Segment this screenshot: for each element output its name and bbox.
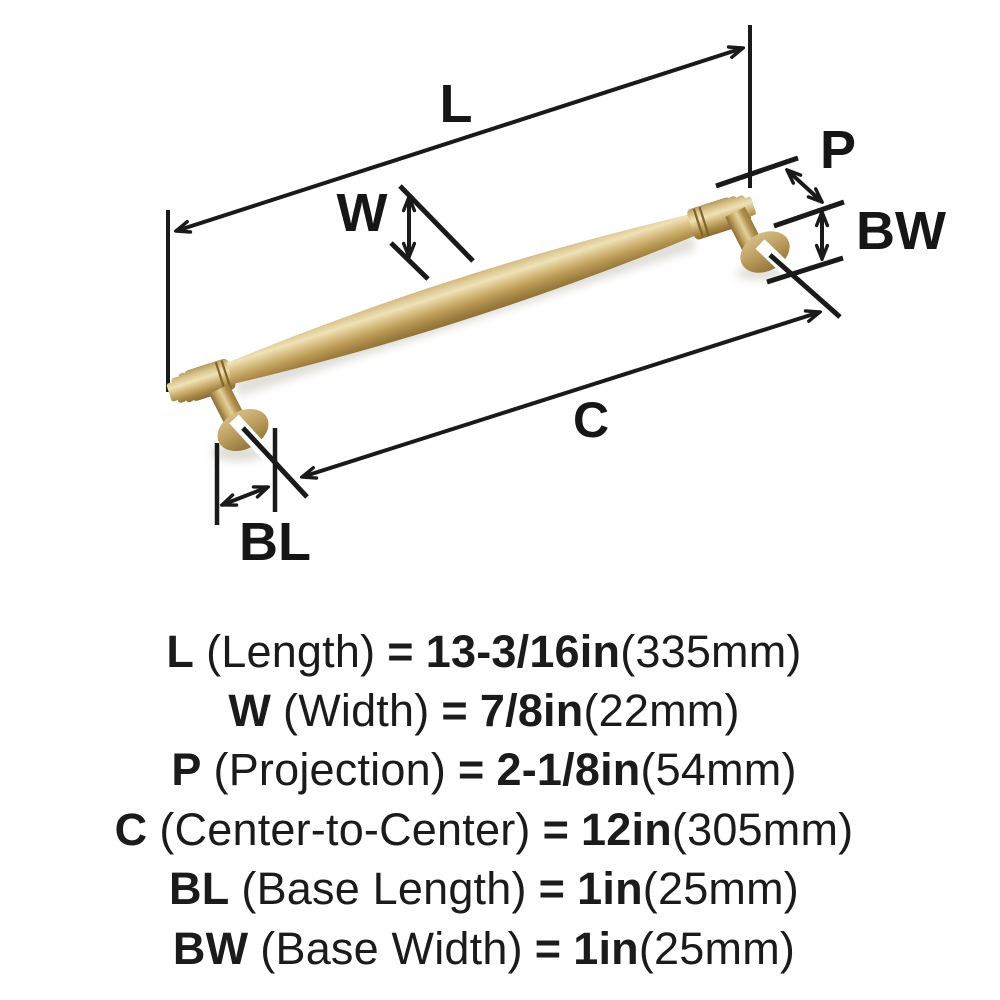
- length-dimension-line: [176, 48, 743, 231]
- spec-value: 13-3/16in: [425, 625, 621, 677]
- p-tick-upper: [715, 155, 799, 189]
- bw-tick-lower: [766, 255, 844, 285]
- spec-row-width: W(Width)=7/8in(22mm): [0, 681, 984, 740]
- right-finial-disc-small: [744, 196, 756, 216]
- label-width: W: [337, 183, 388, 243]
- spec-row-base-width: BW(Base Width)=1in(25mm): [0, 919, 984, 978]
- spec-name: (Projection): [213, 744, 447, 796]
- spec-label: P: [171, 744, 202, 796]
- spec-name: (Width): [283, 685, 430, 737]
- spec-equals: =: [534, 922, 562, 974]
- spec-metric: (25mm): [642, 863, 799, 915]
- spec-metric: (25mm): [638, 922, 796, 974]
- spec-name: (Length): [206, 625, 376, 677]
- left-ferrule-groove: [220, 360, 232, 390]
- spec-label: L: [166, 625, 195, 677]
- spec-value: 1in: [573, 922, 639, 974]
- projection-dimension-line: [787, 170, 822, 202]
- left-finial-disc-mid: [171, 376, 187, 403]
- spec-value: 7/8in: [479, 685, 584, 737]
- spec-metric: (22mm): [583, 685, 740, 737]
- spec-metric: (54mm): [640, 744, 797, 796]
- spec-label: BW: [172, 922, 249, 974]
- spec-name: (Base Width): [260, 922, 523, 974]
- spec-label: BL: [169, 863, 230, 915]
- label-projection: P: [820, 120, 856, 180]
- pull-handle: [166, 195, 756, 403]
- spec-row-center-to-center: C(Center-to-Center)=12in(305mm): [0, 800, 984, 859]
- label-center-to-center: C: [573, 392, 609, 448]
- spec-equals: =: [458, 744, 485, 796]
- spec-equals: =: [387, 625, 414, 677]
- label-length: L: [440, 74, 473, 134]
- spec-equals: =: [538, 863, 566, 915]
- handle-bar: [226, 214, 697, 384]
- spec-name: (Center-to-Center): [159, 803, 531, 855]
- spec-row-projection: P(Projection)=2-1/8in(54mm): [0, 741, 984, 800]
- spec-label: W: [228, 685, 272, 737]
- c-tick-right: [768, 253, 842, 319]
- spec-metric: (305mm): [671, 803, 854, 855]
- label-base-length: BL: [239, 512, 311, 572]
- spec-metric: (335mm): [620, 625, 802, 677]
- label-base-width: BW: [856, 201, 946, 261]
- spec-row-base-length: BL(Base Length)=1in(25mm): [0, 860, 984, 919]
- spec-list: L(Length)=13-3/16in(335mm) W(Width)=7/8i…: [0, 622, 1000, 978]
- spec-equals: =: [441, 685, 468, 737]
- spec-label: C: [114, 803, 148, 855]
- left-finial-disc-small: [166, 382, 178, 402]
- p-bw-tick-middle: [773, 199, 845, 229]
- spec-value: 12in: [581, 803, 672, 855]
- flange-shadow-left: [211, 445, 265, 461]
- center-to-center-dimension-line: [302, 312, 820, 477]
- spec-row-length: L(Length)=13-3/16in(335mm): [0, 622, 984, 681]
- base-length-dimension-line: [222, 485, 268, 507]
- left-finial-disc-large: [178, 372, 194, 403]
- spec-value: 1in: [577, 863, 643, 915]
- left-ferrule-groove: [214, 361, 227, 392]
- spec-value: 2-1/8in: [496, 744, 641, 796]
- spec-name: (Base Length): [241, 863, 527, 915]
- w-tick-lower: [389, 241, 430, 281]
- spec-equals: =: [542, 803, 570, 855]
